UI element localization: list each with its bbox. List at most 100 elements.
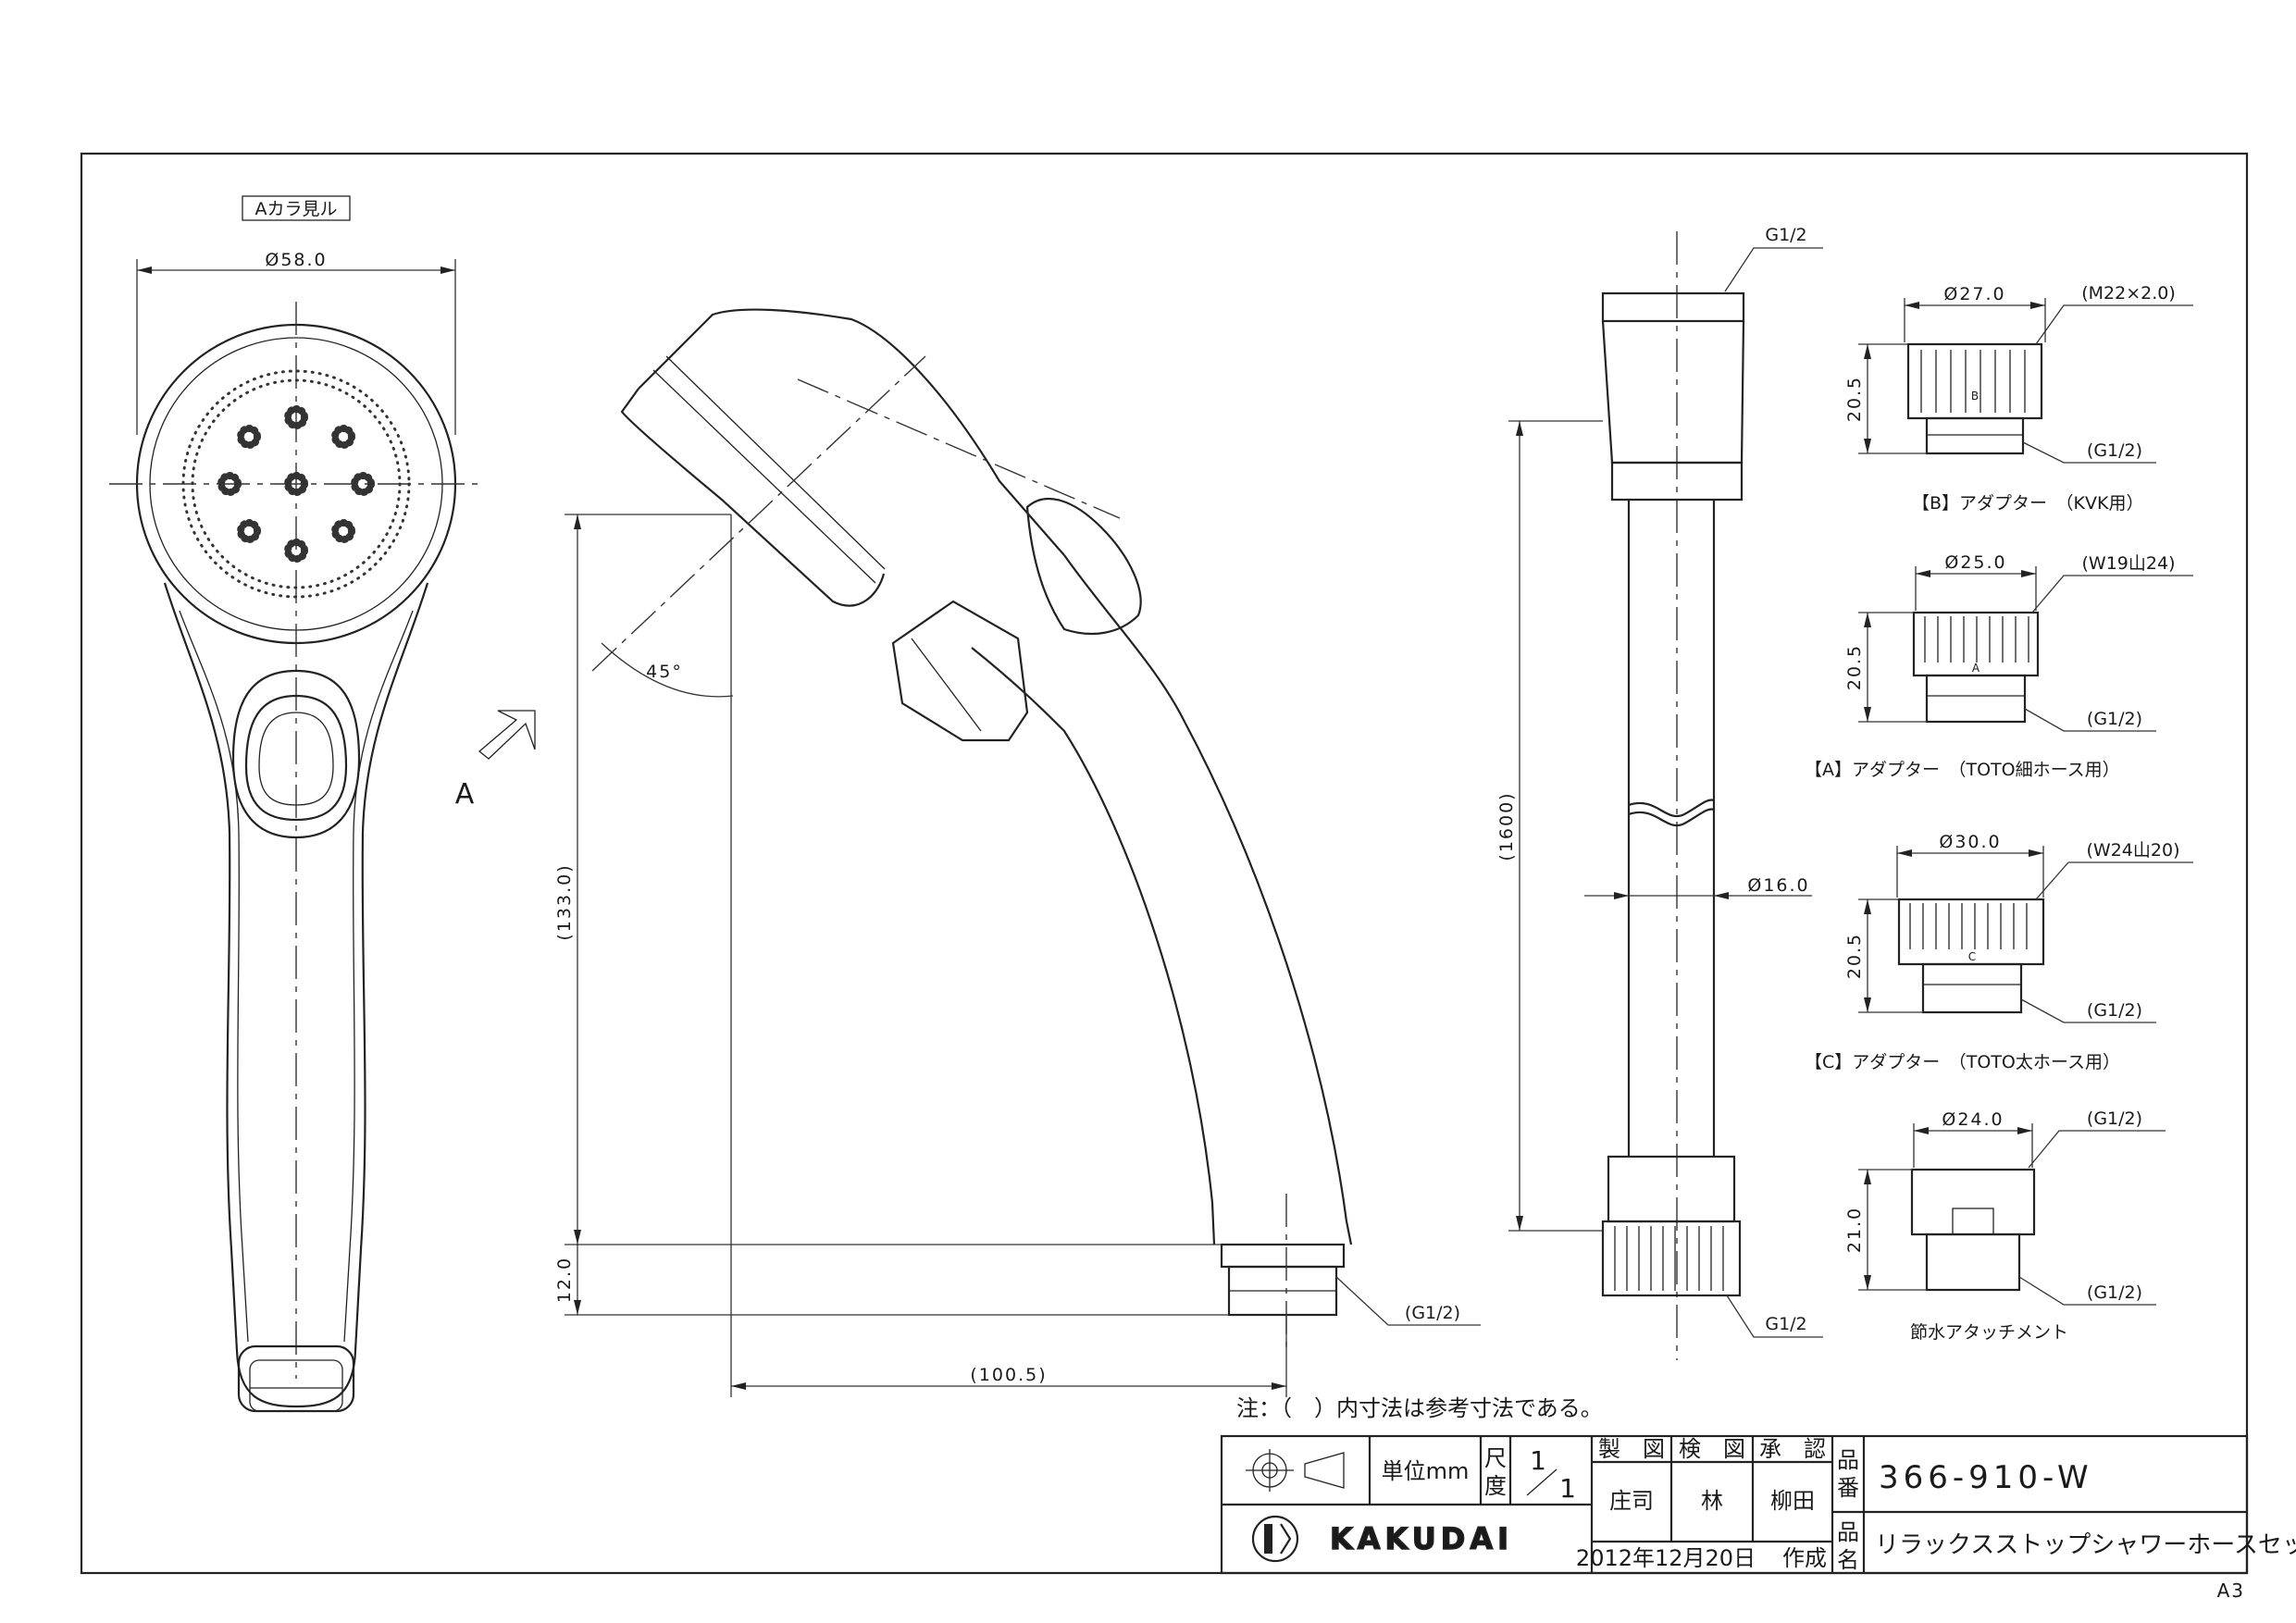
arrow-head xyxy=(574,1300,581,1315)
bottom-offset-label: 12.0 xyxy=(554,1257,575,1303)
leader-line xyxy=(2022,441,2156,464)
hose-top-nut xyxy=(1601,320,1745,465)
leader-line xyxy=(1724,247,1823,292)
adapter-a: Ø25.0 A 20.5 (W19山24) (G1/2) 【A】アダプター （T… xyxy=(1805,552,2193,780)
handle-outline xyxy=(163,582,429,1408)
part-number: 366-910-W xyxy=(1879,1459,2093,1496)
hose-bottom-collar xyxy=(1607,1155,1736,1223)
front-view: Aカラ見ル Ø58.0 A xyxy=(109,195,536,1413)
approved-by: 柳田 xyxy=(1770,1488,1815,1514)
leader-line xyxy=(2018,1276,2156,1306)
adapter-mark: B xyxy=(1971,390,1979,403)
hose-view: (1600) Ø16.0 G1/2 G1/2 xyxy=(1496,225,1823,1360)
adapter-thread xyxy=(1925,416,2025,455)
title-block: 単位mm 尺 度 1 1 KAKUDAI 製 図 検 図 承 認 庄司 林 柳田… xyxy=(1220,1434,2296,1575)
side-face xyxy=(620,388,886,607)
name-label-1: 品 xyxy=(1837,1519,1859,1545)
angle-label: 45° xyxy=(646,662,683,682)
arrow-head xyxy=(1714,892,1729,899)
note-text: 注：（ ）内寸法は参考寸法である。 xyxy=(1236,1395,1603,1421)
arrow-head xyxy=(137,266,152,274)
adapter-mark: A xyxy=(1972,662,1980,675)
scale-label-2: 度 xyxy=(1484,1473,1507,1499)
leader-line xyxy=(2031,575,2193,613)
kakudai-logo: KAKUDAI xyxy=(1251,1515,1509,1563)
center-line xyxy=(591,355,926,672)
adapter-thread xyxy=(1925,1233,2021,1292)
adapter-thread xyxy=(1921,962,2023,1014)
leader-line xyxy=(2024,708,2156,732)
adapter-window xyxy=(1952,1208,1994,1235)
adapter-caption: 節水アタッチメント xyxy=(1910,1322,2068,1343)
adapter-c: Ø30.0 C 20.5 (W24山20) (G1/2) 【C】アダプター （T… xyxy=(1805,832,2193,1072)
drawn-label: 製 図 xyxy=(1598,1436,1665,1462)
scale-slash xyxy=(1526,1468,1558,1496)
adapter-mark: C xyxy=(1968,950,1976,963)
drawing-date: 2012年12月20日 xyxy=(1576,1545,1756,1571)
part-no-label-1: 品 xyxy=(1837,1447,1859,1473)
hose-top-collar xyxy=(1610,461,1744,502)
product-name: リラックスストップシャワーホースセット xyxy=(1875,1531,2296,1559)
height-label: (133.0) xyxy=(554,863,575,940)
adapter-body xyxy=(1910,1168,2036,1236)
adapter-diameter: Ø27.0 xyxy=(1943,284,2005,304)
created-label: 作成 xyxy=(1782,1545,1827,1571)
handle-connector-inner xyxy=(249,1359,343,1412)
adapter-top-thread: (M22×2.0) xyxy=(2081,283,2176,304)
view-arrow-label: A xyxy=(455,778,475,811)
side-stop-knob xyxy=(891,600,1029,742)
adapter-diameter: Ø24.0 xyxy=(1942,1109,2004,1130)
adapter-top-thread: (W19山24) xyxy=(2082,553,2176,574)
adapter-top-thread: (W24山20) xyxy=(2087,840,2180,861)
projection-symbol xyxy=(1246,1449,1345,1492)
face-edge xyxy=(652,369,876,584)
side-handle-outer xyxy=(1063,554,1353,1245)
adapter-diameter: Ø30.0 xyxy=(1939,832,2001,852)
stop-button xyxy=(244,694,348,822)
hose-top-nut-cap xyxy=(1601,291,1745,323)
adapter-bottom-thread: (G1/2) xyxy=(2087,1282,2142,1303)
adapter-top-thread: (G1/2) xyxy=(2087,1109,2142,1129)
adapter-height: 21.0 xyxy=(1844,1207,1865,1253)
adapter-b: Ø27.0 B 20.5 (M22×2.0) (G1/2) 【B】アダプター （… xyxy=(1844,283,2193,514)
side-handle-inner xyxy=(971,647,1216,1245)
leader-line xyxy=(2028,1130,2166,1169)
scale-numerator: 1 xyxy=(1530,1445,1546,1476)
leader-line xyxy=(2035,304,2193,345)
view-label: Aカラ見ル xyxy=(255,199,338,219)
adapter-diameter: Ø25.0 xyxy=(1944,552,2006,573)
leader-line xyxy=(2035,861,2193,900)
stop-button-inner xyxy=(258,712,334,806)
checked-by: 林 xyxy=(1701,1488,1723,1514)
leader-line xyxy=(1726,1295,1823,1338)
adapter-thread xyxy=(1925,674,2027,724)
view-arrow xyxy=(478,710,536,760)
adapter-body xyxy=(1906,342,2043,420)
hose-length-label: (1600) xyxy=(1496,791,1517,861)
adapter-bottom-thread: (G1/2) xyxy=(2087,440,2142,461)
scale-label-1: 尺 xyxy=(1484,1445,1507,1471)
sheet-border xyxy=(80,152,2249,1575)
stop-button-outer xyxy=(231,669,361,839)
head-diameter-label: Ø58.0 xyxy=(265,250,327,270)
side-connector-top xyxy=(1220,1243,1346,1269)
side-view: 45° (133.0) 12.0 (100.5) (G1/2) xyxy=(554,308,1481,1397)
adapter-height: 20.5 xyxy=(1844,933,1865,979)
angle-arc xyxy=(601,642,734,698)
arrow-head xyxy=(441,266,455,274)
handle-inner-outline xyxy=(179,610,414,1343)
part-no-label-2: 番 xyxy=(1837,1475,1859,1501)
reach-label: (100.5) xyxy=(970,1365,1047,1385)
arrow-head xyxy=(731,1382,746,1390)
adapter-height: 20.5 xyxy=(1844,644,1865,690)
arrow-head xyxy=(1614,892,1629,899)
handle-thread-label: (G1/2) xyxy=(1405,1303,1460,1323)
view-label-box xyxy=(242,195,351,221)
hose-break xyxy=(1628,799,1715,817)
sheet-size-label: A3 xyxy=(2217,1580,2245,1602)
hose-break xyxy=(1628,808,1715,826)
arrow-head xyxy=(574,1230,581,1245)
leader-line xyxy=(1335,1276,1481,1326)
drawn-by: 庄司 xyxy=(1609,1488,1654,1514)
